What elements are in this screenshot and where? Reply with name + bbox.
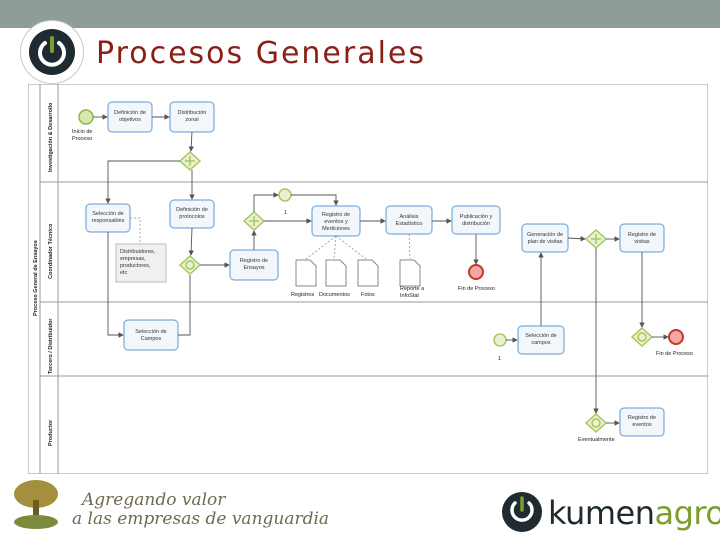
svg-text:Selección de: Selección de bbox=[135, 329, 167, 335]
svg-text:Registro de: Registro de bbox=[628, 415, 656, 421]
task-seleccion-campos-2: Selección de campos bbox=[517, 325, 565, 355]
page-title: Procesos Generales bbox=[96, 36, 427, 71]
svg-text:eventos y: eventos y bbox=[324, 219, 348, 225]
svg-text:Selección de: Selección de bbox=[92, 211, 124, 217]
svg-text:Registro de: Registro de bbox=[322, 212, 350, 218]
svg-text:Campos: Campos bbox=[141, 336, 162, 342]
end-event bbox=[468, 264, 484, 280]
svg-text:etc: etc bbox=[120, 270, 128, 276]
task-publicacion: Publicación y distribución bbox=[451, 205, 501, 235]
tree-logo bbox=[14, 480, 58, 529]
task-seleccion-responsables: Selección de responsables bbox=[85, 203, 131, 233]
brand-name: kumenagro bbox=[548, 494, 720, 532]
intermediate-event bbox=[278, 188, 292, 202]
end-label: Fin de Proceso bbox=[458, 286, 495, 292]
task-generacion-plan: Generación de plan de visitas bbox=[521, 223, 569, 253]
task-definicion-protocolos: Definición de protocolos bbox=[169, 199, 215, 229]
svg-text:Reporte a: Reporte a bbox=[400, 286, 425, 292]
svg-text:Distribución: Distribución bbox=[178, 110, 207, 116]
slogan-line-2: a las empresas de vanguardia bbox=[72, 509, 330, 529]
gateway-lane4 bbox=[584, 412, 608, 434]
svg-text:Distribuidores,: Distribuidores, bbox=[120, 249, 156, 255]
brand-part-2: agro bbox=[654, 494, 720, 532]
artifact-reporte: Reporte a InfoStat bbox=[399, 259, 425, 299]
lane-label-investigacion: Investigación & Desarrollo bbox=[48, 102, 54, 172]
svg-text:empresas,: empresas, bbox=[120, 256, 146, 262]
svg-text:visitas: visitas bbox=[634, 239, 650, 245]
svg-text:Registros: Registros bbox=[291, 292, 314, 298]
task-registro-eventos: Registro de eventos y Mediciones bbox=[311, 205, 361, 237]
svg-text:campos: campos bbox=[531, 340, 551, 346]
svg-text:Mediciones: Mediciones bbox=[322, 226, 350, 232]
task-seleccion-campos: Selección de Campos bbox=[123, 319, 179, 351]
task-registro-eventos-productor: Registro de eventos bbox=[619, 407, 665, 437]
brand-part-1: kumen bbox=[548, 494, 655, 532]
pool-label: Proceso General de Ensayos bbox=[33, 240, 39, 316]
svg-text:Documentos: Documentos bbox=[319, 292, 350, 298]
sequence-flows bbox=[93, 114, 669, 426]
end-event-2 bbox=[668, 329, 684, 345]
svg-text:productores,: productores, bbox=[120, 263, 151, 269]
gateway-lane3 bbox=[630, 326, 654, 348]
svg-text:Definición de: Definición de bbox=[176, 207, 208, 213]
lane-label-tercero: Tercero / Distribuidor bbox=[48, 318, 54, 374]
svg-text:zonal: zonal bbox=[185, 117, 198, 123]
task-analisis-estadistico: Análisis Estadístico bbox=[385, 205, 433, 235]
artifact-documentos: Documentos bbox=[319, 259, 350, 298]
svg-text:Registro de: Registro de bbox=[240, 258, 268, 264]
artifact-fotos: Fotos bbox=[357, 259, 379, 298]
start-label: Proceso bbox=[72, 136, 92, 142]
task-registro-visitas: Registro de visitas bbox=[619, 223, 665, 253]
svg-text:Selección de: Selección de bbox=[525, 333, 557, 339]
svg-text:objetivos: objetivos bbox=[119, 117, 141, 123]
svg-text:Registro de: Registro de bbox=[628, 232, 656, 238]
lane-label-productor: Productor bbox=[48, 419, 54, 446]
svg-text:Fotos: Fotos bbox=[361, 292, 375, 298]
svg-text:Definición de: Definición de bbox=[114, 110, 146, 116]
task-registro-ensayos: Registro de Ensayos bbox=[229, 249, 279, 281]
svg-text:InfoStat: InfoStat bbox=[400, 293, 419, 299]
svg-text:Generación de: Generación de bbox=[527, 232, 563, 238]
start-event bbox=[78, 109, 94, 125]
artifact-registros: Registros bbox=[291, 259, 317, 298]
loop-label: 1 bbox=[284, 210, 287, 216]
eventual-label: Eventualmente bbox=[578, 437, 615, 443]
svg-text:Ensayos: Ensayos bbox=[243, 265, 264, 271]
slogan-line-1: Agregando valor bbox=[82, 490, 226, 510]
loop-label: 1 bbox=[498, 356, 501, 362]
task-definicion-objetivos: Definición de objetivos bbox=[107, 101, 153, 133]
task-distribucion-zonal: Distribución zonal bbox=[169, 101, 215, 133]
annotation-distribuidores: Distribuidores, empresas, productores, e… bbox=[115, 243, 167, 283]
end-label-2: Fin de Proceso bbox=[656, 351, 693, 357]
lane-label-coordinador: Coordinador Técnico bbox=[48, 223, 54, 279]
svg-text:Análisis: Análisis bbox=[400, 214, 419, 220]
kumenagro-brand-icon bbox=[502, 492, 542, 532]
svg-text:eventos: eventos bbox=[632, 422, 652, 428]
process-diagram: Proceso General de Ensayos Investigación… bbox=[28, 84, 708, 474]
association-lines bbox=[130, 217, 411, 260]
top-bar bbox=[0, 0, 720, 28]
power-icon bbox=[29, 29, 75, 75]
kumenagro-logo bbox=[20, 20, 84, 84]
intermediate-event-2 bbox=[493, 333, 507, 347]
svg-text:Estadístico: Estadístico bbox=[396, 221, 423, 227]
svg-text:protocolos: protocolos bbox=[179, 214, 205, 220]
start-label: Inicio de bbox=[72, 129, 93, 135]
svg-text:distribución: distribución bbox=[462, 221, 490, 227]
svg-text:responsables: responsables bbox=[92, 218, 125, 224]
svg-text:plan de visitas: plan de visitas bbox=[528, 239, 563, 245]
inclusive-gateway bbox=[178, 254, 202, 276]
svg-text:Publicación y: Publicación y bbox=[460, 214, 493, 220]
